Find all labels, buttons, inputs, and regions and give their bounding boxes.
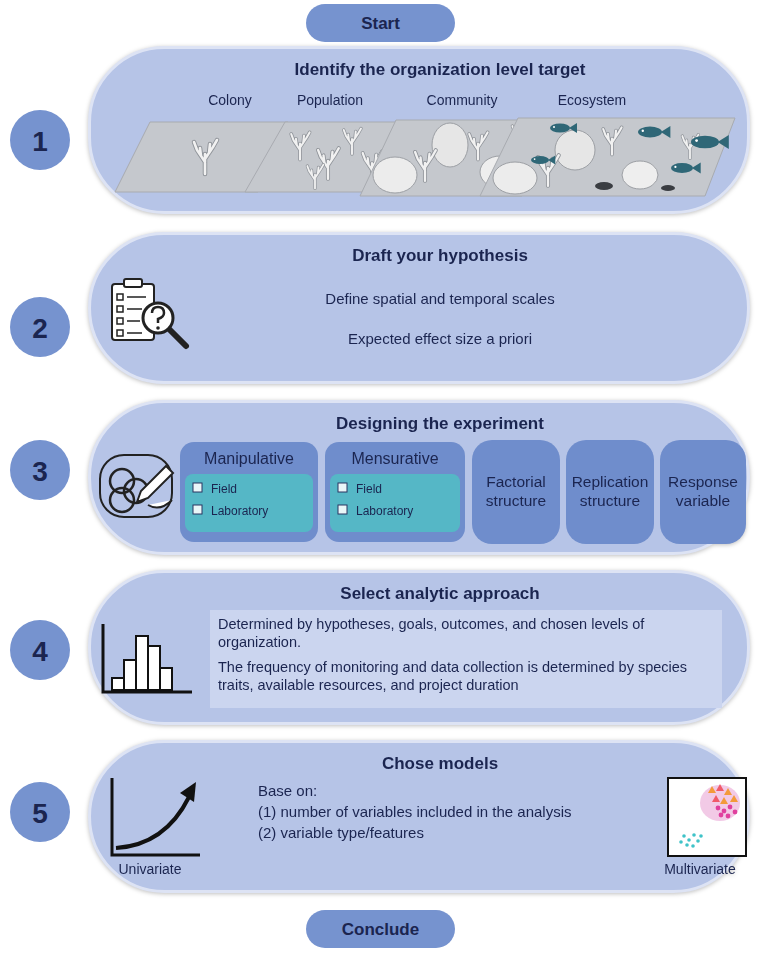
node-outline [330,474,460,532]
node-text: Select analytic approach [148,583,732,604]
node-text: Response variable [661,472,745,511]
node-text: 4 [10,634,70,669]
node-outline [10,782,70,842]
node-outline [472,440,560,544]
node-outline [90,234,749,383]
node-outline [306,910,455,948]
design-box: Replication structure [566,440,654,544]
step-number: 5 [10,782,70,842]
node-text: Designing the experiment [148,413,732,434]
step-number: 1 [10,110,70,170]
node-outline [90,572,749,724]
method-box: ManipulativeFieldLaboratory [180,442,318,542]
node-outline [185,474,313,532]
step-number: 4 [10,620,70,680]
node-text: (1) number of variables included in the … [258,803,678,822]
node-text: Factorial structure [473,472,559,511]
node-text: Mensurative [325,449,465,469]
node-text: Draft your hypothesis [148,245,732,266]
node-text: Univariate [100,861,200,879]
node-text: Replication structure [567,472,653,511]
method-box: MensurativeFieldLaboratory [325,442,465,542]
step-band: Identify the organization level targetCo… [88,46,750,214]
node-text: 2 [10,311,70,346]
node-outline [210,610,722,708]
step-number: 2 [10,297,70,357]
option-box: FieldLaboratory [330,474,460,532]
node-outline [180,442,318,542]
node-text: Determined by hypotheses, goals, outcome… [218,615,714,651]
node-outline [10,297,70,357]
node-text: Laboratory [211,504,311,519]
node-outline [10,620,70,680]
node-outline [90,402,749,554]
start-pill: Start [306,4,455,42]
node-text: Colony [180,92,280,110]
step-band: Select analytic approachDetermined by hy… [88,570,750,725]
node-text: Field [211,482,311,497]
node-text: Chose models [148,753,732,774]
node-outline [90,742,749,892]
node-outline [660,440,746,544]
node-text: Start [306,13,455,34]
node-shape [660,440,746,544]
text-panel: Determined by hypotheses, goals, outcome… [210,610,722,708]
node-shape [185,474,313,532]
node-shape [566,440,654,544]
node-text: Manipulative [180,449,318,469]
step-number: 3 [10,440,70,500]
design-box: Response variable [660,440,746,544]
node-outline [90,48,749,213]
node-text: (2) variable type/features [258,824,678,843]
node-outline [306,4,455,42]
node-text: Population [280,92,380,110]
design-box: Factorial structure [472,440,560,544]
node-shape [330,474,460,532]
node-text: Laboratory [356,504,456,519]
node-text: Define spatial and temporal scales [148,290,732,309]
step-band: Chose modelsBase on: (1) number of variab… [88,740,750,893]
node-text: Field [356,482,456,497]
node-text: Ecosystem [542,92,642,110]
node-text: Base on: [258,782,678,801]
node-text: Community [412,92,512,110]
option-box: FieldLaboratory [185,474,313,532]
step-band: Designing the experimentManipulativeFiel… [88,400,750,555]
step-band: Draft your hypothesisDefine spatial and … [88,232,750,384]
node-outline [10,110,70,170]
node-text: The frequency of monitoring and data col… [218,658,714,694]
node-text: Multivariate [650,861,750,879]
node-shape [472,440,560,544]
node-text: 5 [10,796,70,831]
node-outline [566,440,654,544]
node-text: Conclude [306,919,455,940]
end-pill: Conclude [306,910,455,948]
node-text: Expected effect size a priori [148,330,732,349]
node-text: Identify the organization level target [148,59,732,80]
node-outline [10,440,70,500]
node-text: 1 [10,124,70,159]
node-outline [325,442,465,542]
node-text: 3 [10,454,70,489]
